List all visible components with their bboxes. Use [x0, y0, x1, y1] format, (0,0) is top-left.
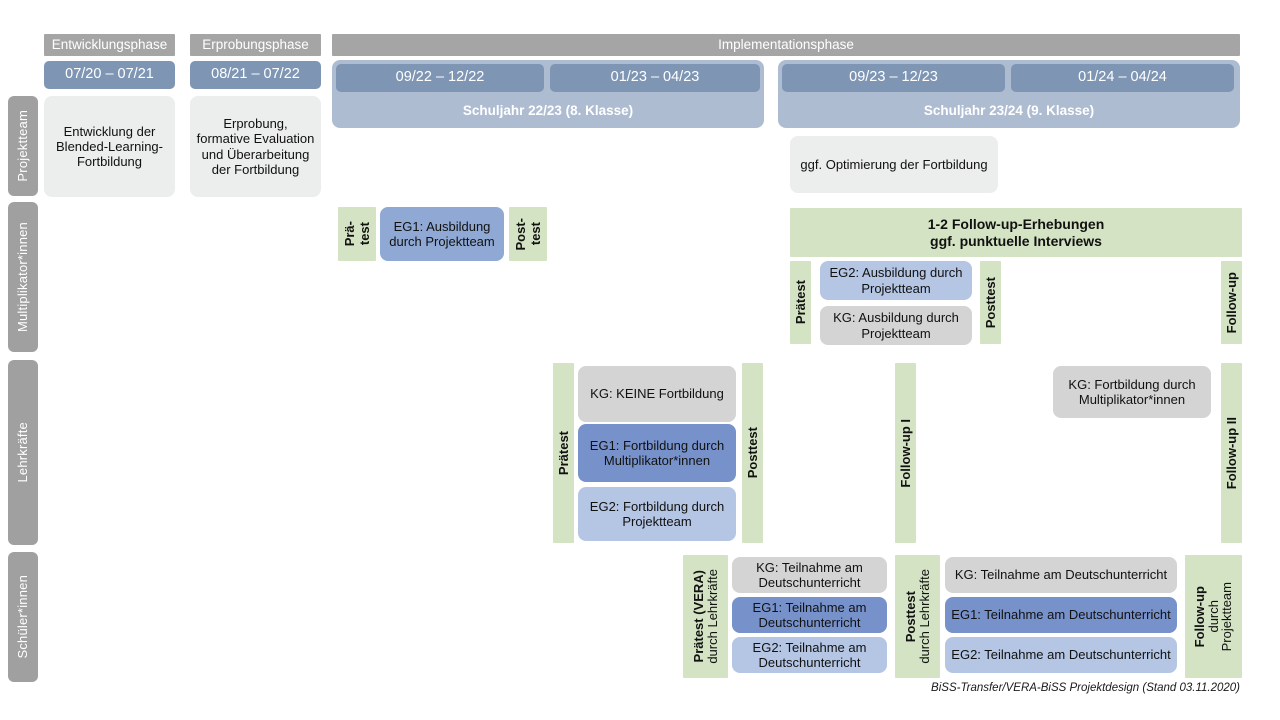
phase-header-implementationsphase: Implementationsphase	[332, 34, 1240, 56]
strip-praetest-vera-schueler: Prätest (VERA) durch Lehrkräfte	[683, 555, 728, 678]
box-eg1-teilnahme-deutschunterricht-left: EG1: Teilnahme am Deutschunterricht	[732, 597, 887, 633]
strip-posttest-multiplikator-left: Post- test	[509, 207, 547, 261]
date-chip-4: 09/23 – 12/23	[782, 64, 1005, 92]
box-kg-teilnahme-deutschunterricht-right: KG: Teilnahme am Deutschunterricht	[945, 557, 1177, 593]
strip-praetest-lehrkraefte: Prätest	[553, 363, 574, 543]
box-kg-ausbildung-projektteam: KG: Ausbildung durch Projektteam	[820, 306, 972, 345]
date-chip-label: 09/22 – 12/22	[395, 69, 485, 86]
role-label-lehrkraefte: Lehrkräfte	[8, 360, 38, 545]
phase-header-label: Implementationsphase	[718, 37, 854, 53]
strip-praetest-multiplikator-left: Prä- test	[338, 207, 376, 261]
strip-posttest-schueler: Posttest durch Lehrkräfte	[895, 555, 940, 678]
phase-header-label: Entwicklungsphase	[51, 37, 168, 53]
phase-header-entwicklungsphase: Entwicklungsphase	[44, 34, 175, 56]
strip-posttest-lehrkraefte: Posttest	[742, 363, 763, 543]
strip-followup-i-lehrkraefte: Follow-up I	[895, 363, 916, 543]
box-eg2-teilnahme-deutschunterricht-left: EG2: Teilnahme am Deutschunterricht	[732, 637, 887, 673]
box-eg2-ausbildung-projektteam: EG2: Ausbildung durch Projektteam	[820, 261, 972, 300]
strip-posttest-multiplikator-right: Posttest	[980, 261, 1001, 344]
box-optimierung-fortbildung: ggf. Optimierung der Fortbildung	[790, 136, 998, 193]
box-entwicklung-fortbildung: Entwicklung der Blended-Learning-Fortbil…	[44, 96, 175, 197]
box-eg1-teilnahme-deutschunterricht-right: EG1: Teilnahme am Deutschunterricht	[945, 597, 1177, 633]
date-chip-label: 09/23 – 12/23	[849, 69, 938, 86]
box-eg2-teilnahme-deutschunterricht-right: EG2: Teilnahme am Deutschunterricht	[945, 637, 1177, 673]
date-chip-5: 01/24 – 04/24	[1011, 64, 1234, 92]
date-chip-3: 01/23 – 04/23	[550, 64, 760, 92]
box-eg2-fortbildung-projektteam: EG2: Fortbildung durch Projektteam	[578, 487, 736, 541]
phase-header-erprobungsphase: Erprobungsphase	[190, 34, 321, 56]
date-chip-label: 08/21 – 07/22	[211, 66, 300, 83]
footer-caption: BiSS-Transfer/VERA-BiSS Projektdesign (S…	[931, 682, 1240, 694]
date-chip-1: 08/21 – 07/22	[190, 61, 321, 89]
school-year-2223-container: 09/22 – 12/22 01/23 – 04/23 Schuljahr 22…	[332, 60, 764, 128]
box-kg-keine-fortbildung: KG: KEINE Fortbildung	[578, 366, 736, 422]
box-eg1-ausbildung-projektteam: EG1: Ausbildung durch Projektteam	[380, 207, 504, 261]
banner-followup-erhebungen: 1-2 Follow-up-Erhebungen ggf. punktuelle…	[790, 208, 1242, 257]
school-year-2324-container: 09/23 – 12/23 01/24 – 04/24 Schuljahr 23…	[778, 60, 1240, 128]
strip-followup-schueler: Follow-up durch Projektteam	[1185, 555, 1242, 678]
role-label-schuelerinnen: Schüler*innen	[8, 552, 38, 682]
role-label-multiplikatorinnen: Multiplikator*innen	[8, 202, 38, 352]
box-eg1-fortbildung-multiplikator: EG1: Fortbildung durch Multiplikator*inn…	[578, 424, 736, 482]
date-chip-0: 07/20 – 07/21	[44, 61, 175, 89]
strip-praetest-multiplikator-right: Prätest	[790, 261, 811, 344]
school-year-2324-label: Schuljahr 23/24 (9. Klasse)	[923, 103, 1095, 119]
school-year-2223-label: Schuljahr 22/23 (8. Klasse)	[462, 103, 634, 119]
date-chip-label: 01/23 – 04/23	[610, 69, 700, 86]
phase-header-label: Erprobungsphase	[202, 37, 309, 53]
strip-followup-multiplikator: Follow-up	[1221, 261, 1242, 344]
box-erprobung-evaluation: Erprobung, formative Evaluation und Über…	[190, 96, 321, 197]
strip-followup-ii-lehrkraefte: Follow-up II	[1221, 363, 1242, 543]
box-kg-teilnahme-deutschunterricht-left: KG: Teilnahme am Deutschunterricht	[732, 557, 887, 593]
box-kg-fortbildung-multiplikator: KG: Fortbildung durch Multiplikator*inne…	[1053, 366, 1211, 418]
role-label-projektteam: Projektteam	[8, 96, 38, 196]
date-chip-2: 09/22 – 12/22	[336, 64, 544, 92]
date-chip-label: 01/24 – 04/24	[1078, 69, 1167, 86]
date-chip-label: 07/20 – 07/21	[65, 66, 154, 83]
